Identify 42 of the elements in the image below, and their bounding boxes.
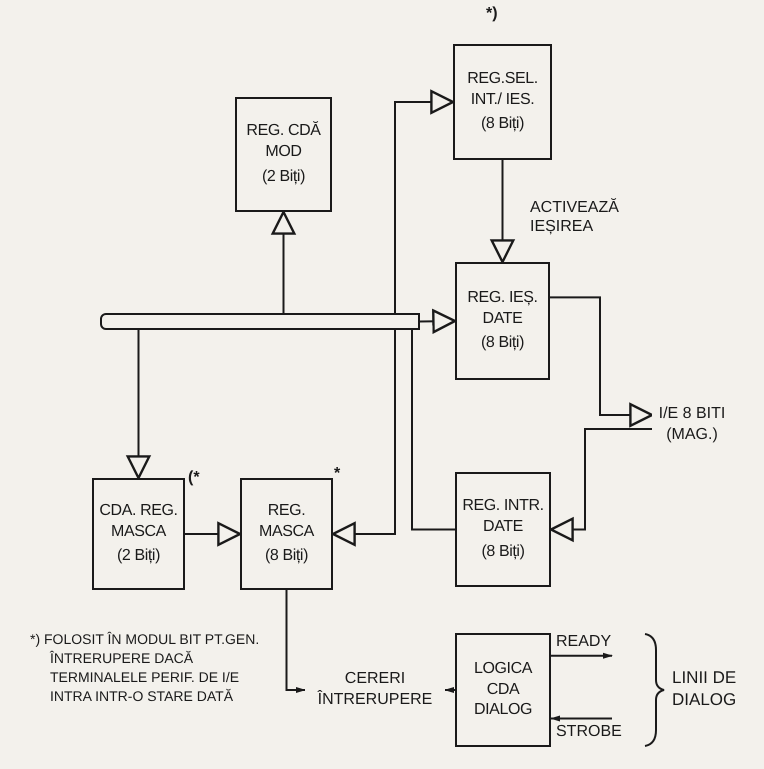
register-box <box>453 44 552 160</box>
footnote-mark: * <box>334 466 340 482</box>
signal-arrow <box>551 652 613 659</box>
register-box <box>455 633 551 747</box>
node-label: REG. INTR. DATE <box>461 496 545 538</box>
bus-arrow <box>272 210 296 313</box>
register-box <box>240 478 333 590</box>
node-label: LOGICA CDA DIALOG <box>472 658 534 720</box>
node-label: REG.SEL. INT./ IES. <box>466 68 539 110</box>
signal-arrow <box>550 716 612 722</box>
register-box <box>235 97 332 212</box>
node-label: (8 Biți) <box>480 333 524 354</box>
data-bus <box>100 313 420 330</box>
bus-arrow <box>126 330 150 480</box>
signal-arrow <box>286 590 306 693</box>
register-box <box>92 478 185 590</box>
footnote-mark: *) <box>486 6 498 22</box>
node-label: CDA. REG. MASCA <box>98 500 179 542</box>
node-label: REG. IEȘ. DATE <box>466 288 539 329</box>
node-label: (8 Biți) <box>480 114 524 134</box>
bus-arrow <box>332 330 396 546</box>
bus-arrow <box>550 296 654 427</box>
signal-arrow <box>444 687 455 693</box>
register-box <box>455 262 550 380</box>
bus-arrow <box>420 309 456 334</box>
bus-arrow <box>490 160 514 264</box>
register-box <box>455 472 551 587</box>
bus-arrow <box>394 90 454 313</box>
node-label: (8 Biți) <box>481 542 525 562</box>
bus-arrow <box>185 522 242 546</box>
dialog-lines-label: LINII DE DIALOG <box>672 667 738 712</box>
bus-arrow <box>550 428 652 542</box>
edge-label: STROBE <box>556 722 623 742</box>
node-label: REG. CDĂ MOD <box>245 121 322 162</box>
node-label: (2 Biți) <box>262 166 306 187</box>
node-label: (8 Biți) <box>264 546 308 566</box>
node-label: REG. MASCA <box>258 500 316 542</box>
edge-label: ACTIVEAZĂ IEȘIREA <box>530 198 620 236</box>
node-label: (2 Biți) <box>116 546 160 566</box>
footnote: *) FOLOSIT ÎN MODUL BIT PT.GEN. ÎNTRERUPERE DACĂ TERMINALELE PERIF. DE I/E INTRA INTR-O STARE DATĂ <box>30 630 260 706</box>
edge-label: READY <box>556 632 612 652</box>
footnote-mark: (* <box>188 470 200 486</box>
